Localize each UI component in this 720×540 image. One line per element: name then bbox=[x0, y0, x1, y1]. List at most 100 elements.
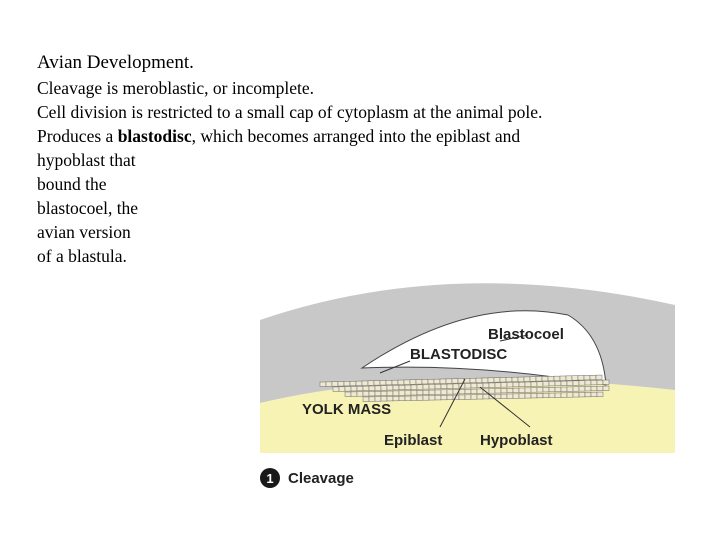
blastodisc-cell bbox=[560, 392, 568, 398]
blastodisc-cell bbox=[331, 381, 339, 387]
blastodisc-cell bbox=[367, 380, 375, 386]
blastodisc-cell bbox=[500, 393, 508, 399]
blastodisc-cell bbox=[476, 394, 484, 400]
blastodisc-cell bbox=[524, 387, 532, 393]
blastodisc-cell bbox=[584, 392, 592, 398]
blastodisc-cell bbox=[596, 379, 604, 385]
blastodisc-cell bbox=[440, 395, 448, 401]
blastodisc-cell bbox=[602, 385, 610, 391]
text-line-6: blastocoel, the bbox=[37, 198, 139, 218]
blastodisc-cell bbox=[518, 393, 526, 399]
blastodisc-cell bbox=[529, 376, 537, 382]
blastodisc-cell bbox=[350, 391, 358, 397]
blastodisc-cell bbox=[481, 377, 489, 383]
blastodisc-cell bbox=[350, 386, 358, 392]
blastodisc-cell bbox=[404, 395, 412, 401]
blastodisc-cell bbox=[392, 396, 400, 402]
blastodisc-cell bbox=[542, 381, 550, 387]
blastodisc-cell bbox=[482, 382, 490, 388]
blastodisc-cell bbox=[535, 376, 543, 382]
blastodisc-cell bbox=[547, 376, 555, 382]
blastodisc-cell bbox=[445, 378, 453, 384]
blastodisc-cell bbox=[566, 392, 574, 398]
blastodisc-cell bbox=[458, 389, 466, 395]
blastodisc-cell bbox=[416, 390, 424, 396]
blastodisc-cell bbox=[446, 389, 454, 395]
epiblast-leader bbox=[439, 378, 466, 428]
blastodisc-cell bbox=[385, 380, 393, 386]
blastodisc-cell bbox=[422, 395, 430, 401]
blastodisc-cell bbox=[379, 380, 387, 386]
blastodisc-cell bbox=[590, 386, 598, 392]
text-line-2: Cell division is restricted to a small c… bbox=[37, 102, 543, 122]
blastodisc-cell bbox=[458, 394, 466, 400]
blastodisc-cell bbox=[566, 386, 574, 392]
blastodisc-cell bbox=[511, 376, 519, 382]
blastodisc-cell bbox=[368, 385, 376, 391]
blastodisc-cell bbox=[530, 393, 538, 399]
blastodisc-cell bbox=[422, 389, 430, 395]
blastodisc-cell bbox=[398, 390, 406, 396]
blastodisc-cell bbox=[398, 384, 406, 390]
blastodisc-cell bbox=[595, 374, 603, 380]
text-line-5: bound the bbox=[37, 174, 107, 194]
blastodisc-cell bbox=[517, 376, 525, 382]
blastodisc-cell bbox=[572, 392, 580, 398]
blastodisc-cell bbox=[548, 392, 556, 398]
blastodisc-cell bbox=[374, 385, 382, 391]
blastodisc-cell bbox=[541, 376, 549, 382]
blastodisc-cell bbox=[530, 387, 538, 393]
blastodisc-cell bbox=[560, 386, 568, 392]
blastodisc-cell bbox=[583, 375, 591, 381]
blastodisc-cell bbox=[362, 385, 370, 391]
blastodisc-cell bbox=[596, 385, 604, 391]
blastodisc-cell bbox=[355, 380, 363, 386]
blastodisc-cell bbox=[596, 391, 604, 397]
blastodisc-cell bbox=[398, 395, 406, 401]
blastodisc-cell bbox=[584, 380, 592, 386]
blastodisc-cell bbox=[446, 394, 454, 400]
blastodisc-cell bbox=[572, 386, 580, 392]
blastodisc-cell bbox=[553, 375, 561, 381]
blastodisc-cell bbox=[470, 383, 478, 389]
blastodisc-cell bbox=[542, 392, 550, 398]
blastodisc-cell bbox=[434, 389, 442, 395]
blastodisc-cell bbox=[325, 381, 333, 387]
blastodisc-cell bbox=[578, 386, 586, 392]
blastodisc-cell bbox=[506, 393, 514, 399]
blastodisc-cell bbox=[500, 382, 508, 388]
blastodisc-cell bbox=[404, 390, 412, 396]
blastodisc-cell bbox=[428, 389, 436, 395]
text-line-3: Produces a blastodisc, which becomes arr… bbox=[37, 124, 677, 148]
blastodisc-cell bbox=[410, 395, 418, 401]
blastodisc-cell bbox=[452, 383, 460, 389]
blastodisc-cell bbox=[427, 379, 435, 385]
blastodisc-cell bbox=[356, 391, 364, 397]
blastodisc-cell bbox=[560, 380, 568, 386]
blastodisc-cell bbox=[470, 388, 478, 394]
blastodisc-cell bbox=[356, 386, 364, 392]
blastodisc-cells bbox=[319, 374, 610, 402]
blastodisc-cell bbox=[548, 387, 556, 393]
blastodisc-cell bbox=[386, 385, 394, 391]
blastodisc-cell bbox=[451, 378, 459, 384]
blastodisc-cell bbox=[361, 380, 369, 386]
blastodisc-cell bbox=[434, 384, 442, 390]
blastodisc-cell bbox=[493, 377, 501, 383]
blastodisc-cell bbox=[439, 378, 447, 384]
blastodisc-cell bbox=[440, 389, 448, 395]
blastodisc-cell bbox=[523, 376, 531, 382]
blastodisc-leader bbox=[379, 360, 411, 374]
blastodisc-cell bbox=[500, 388, 508, 394]
blastodisc-cell bbox=[380, 385, 388, 391]
blastodisc-cell bbox=[487, 377, 495, 383]
blastodisc-cell bbox=[415, 379, 423, 385]
label-blastodisc: BLASTODISC bbox=[410, 346, 507, 363]
blastodisc-cell bbox=[391, 379, 399, 385]
blastodisc-cell bbox=[476, 388, 484, 394]
text-line-7: avian version bbox=[37, 222, 131, 242]
blastocoel-dome bbox=[360, 310, 607, 386]
blastodisc-cell bbox=[368, 391, 376, 397]
blastodisc-cell bbox=[578, 380, 586, 386]
slide-title: Avian Development. bbox=[37, 52, 194, 73]
